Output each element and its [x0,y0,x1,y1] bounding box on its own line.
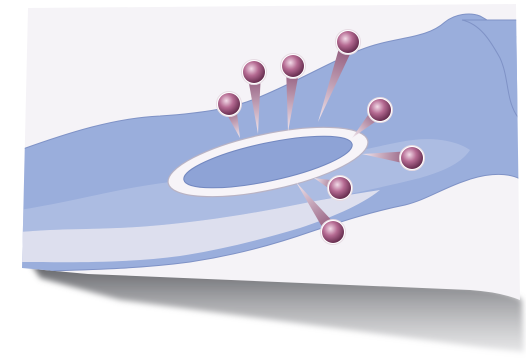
particle-p5 [369,99,391,121]
particle-p1 [337,31,359,53]
particle-p2 [282,55,304,77]
particle-p7 [329,177,351,199]
particle-p3 [243,61,265,83]
particle-p8 [322,221,344,243]
particle-p6 [401,147,423,169]
particle-p4 [218,93,240,115]
